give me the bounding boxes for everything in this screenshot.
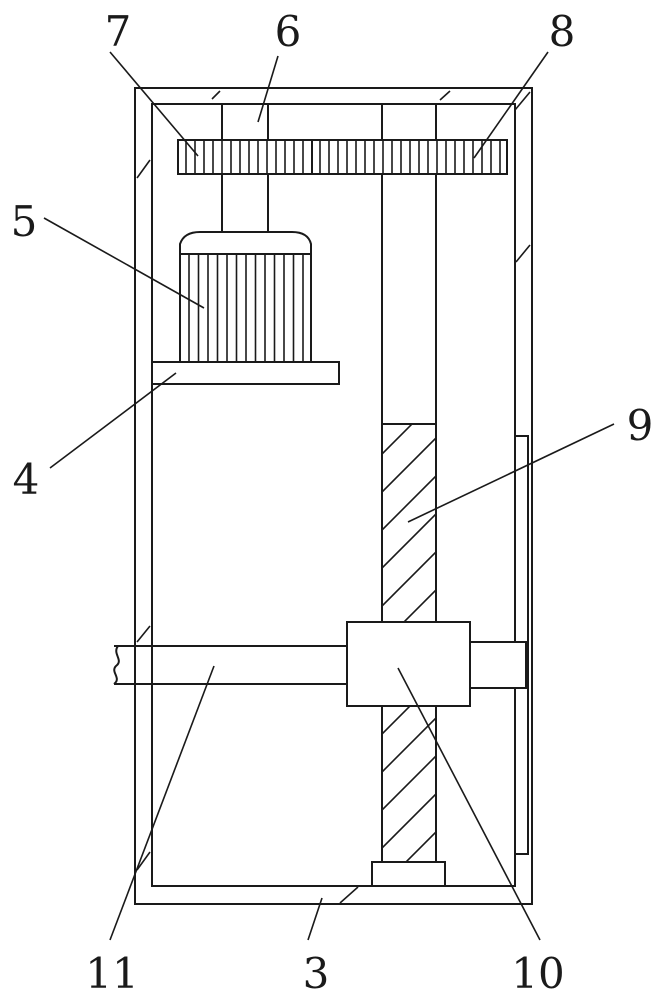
support-plate	[151, 361, 340, 385]
motor-shaft-top	[221, 103, 269, 141]
housing-inner	[151, 103, 516, 887]
lead-screw-hatch	[382, 424, 436, 622]
hatch-line	[402, 589, 436, 622]
rod-break-line	[113, 645, 120, 685]
leader-9	[407, 423, 615, 523]
leader-11	[109, 665, 215, 941]
housing-outer	[134, 87, 533, 905]
hatch-line	[382, 424, 414, 455]
leader-8	[473, 51, 549, 159]
label-3: 3	[303, 949, 330, 998]
lead-screw	[381, 423, 437, 863]
hatch-line	[382, 513, 436, 569]
hatch-line	[382, 793, 436, 849]
label-10: 10	[511, 949, 564, 998]
hatch-line	[404, 831, 436, 862]
driven-gear	[311, 139, 508, 175]
slider-nut	[346, 621, 471, 707]
bearing-seat	[371, 861, 446, 887]
wall-break-mark	[136, 625, 151, 643]
leader-10	[397, 667, 541, 941]
leader-7	[109, 51, 199, 157]
slider-extension	[469, 641, 527, 689]
leader-4	[49, 372, 177, 469]
label-5: 5	[11, 197, 38, 246]
motor-shaft-lower	[221, 173, 269, 233]
label-4: 4	[13, 455, 40, 504]
reference-numerals: 7 6 8 5 4 9 11 3 10	[11, 7, 654, 998]
hatch-line	[382, 717, 436, 773]
driven-gear-teeth	[319, 140, 501, 174]
leader-3	[307, 897, 323, 941]
motor	[179, 231, 312, 363]
drive-gear	[177, 139, 313, 175]
motor-fins	[188, 254, 304, 362]
hatch-line	[382, 475, 436, 531]
wall-break-mark	[514, 91, 531, 111]
label-9: 9	[627, 401, 654, 450]
drive-gear-teeth	[185, 140, 304, 174]
wall-break-mark	[515, 244, 531, 263]
wall-break-mark	[136, 159, 151, 179]
hatch-line	[382, 437, 436, 493]
wall-break-mark	[439, 90, 451, 101]
leader-lines	[43, 51, 615, 941]
housing	[134, 87, 533, 905]
leader-6	[257, 55, 279, 123]
label-11: 11	[85, 949, 138, 998]
motor-cap	[179, 231, 312, 255]
leader-5	[43, 217, 205, 309]
wall-break-mark	[211, 90, 221, 100]
wall-break-mark	[136, 851, 151, 871]
hatch-line	[382, 551, 436, 607]
drive-gear-body	[177, 139, 313, 175]
label-7: 7	[105, 7, 132, 56]
wall-break-mark	[339, 886, 359, 904]
label-6: 6	[275, 7, 302, 56]
hatch-line	[382, 755, 436, 811]
label-8: 8	[549, 7, 576, 56]
horizontal-rod	[113, 645, 347, 685]
